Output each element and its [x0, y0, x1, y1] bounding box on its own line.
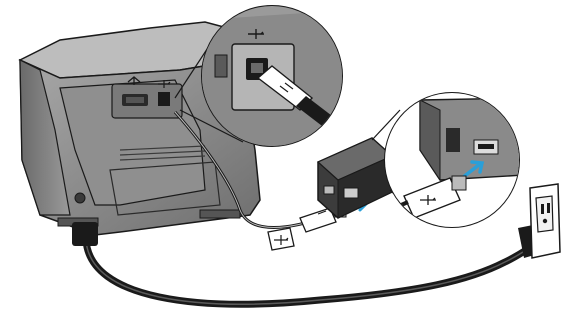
printer-rear-door	[109, 161, 221, 216]
printer	[18, 21, 261, 236]
callout-hub-port-left	[446, 128, 460, 152]
printer-power-switch	[74, 192, 86, 204]
power-cord	[72, 222, 552, 308]
callout-hub-port	[371, 92, 520, 228]
printer-foot-right	[199, 209, 241, 219]
callout-usb-a-plug	[403, 177, 461, 219]
outlet-slot-left	[541, 204, 544, 214]
outlet-slot-right	[547, 203, 550, 213]
usb-icon	[158, 80, 171, 88]
hub-port	[323, 185, 335, 195]
printer-side-panel	[19, 59, 71, 216]
outlet-ground	[542, 218, 548, 224]
wall-outlet	[529, 183, 561, 259]
usb-icon	[420, 195, 436, 205]
printer-usb-port	[158, 92, 170, 106]
callout-usb-b-plug	[256, 65, 314, 111]
power-plug-printer	[72, 222, 98, 246]
usb-icon	[248, 29, 264, 39]
callout-printer-port	[174, 5, 343, 147]
power-cord-line	[82, 236, 539, 308]
usb-hub	[316, 137, 394, 219]
cable-tag	[267, 227, 295, 251]
usb-icon	[274, 235, 289, 245]
printer-vents	[119, 145, 206, 161]
parallel-port	[122, 94, 148, 106]
parallel-port-icon	[127, 76, 141, 85]
